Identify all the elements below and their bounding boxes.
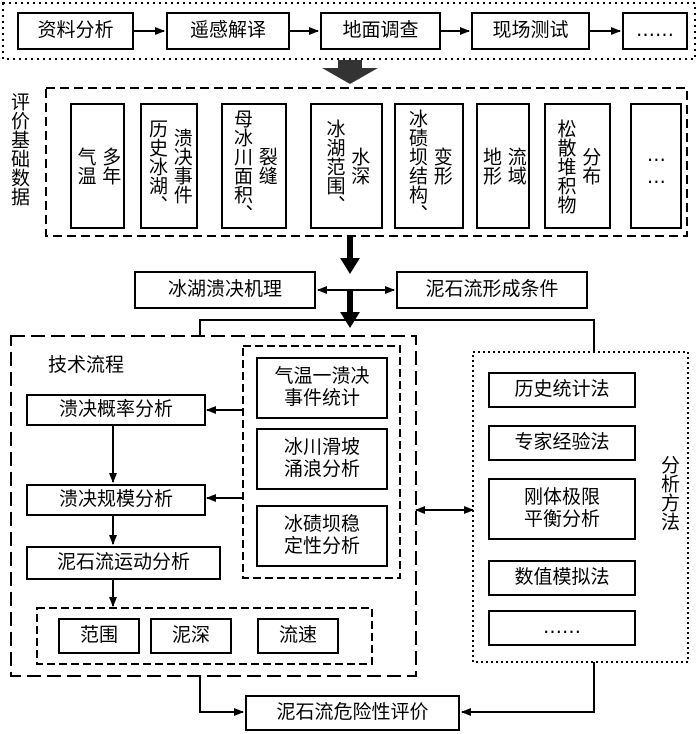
final-debris-hazard-evaluation: 泥石流危险性评价 (245, 695, 460, 731)
tech-flow-frame (10, 335, 417, 677)
step-remote-sensing: 遥感解译 (166, 12, 290, 50)
method-rigid-limit-equilibrium: 刚体极限 平衡分析 (488, 478, 636, 540)
sub-temperature-statistics: 气温一溃决 事件统计 (256, 357, 388, 419)
output-mud-depth: 泥深 (150, 618, 232, 654)
base-item-outburst-history: 溃决事件 历史冰湖、 (140, 103, 198, 229)
base-item-loose-deposits: 分布 松散堆积物 (544, 103, 611, 229)
flow-debris-motion: 泥石流运动分析 (26, 546, 221, 580)
flow-outburst-scale: 溃决规模分析 (26, 484, 206, 516)
base-item-moraine-dam: 变形 冰碛坝结构、 (394, 103, 464, 229)
base-item-lake-range: 水深 冰湖范围、 (310, 103, 383, 229)
step-ground-survey: 地面调查 (320, 12, 441, 50)
base-data-frame (45, 87, 688, 237)
sub-moraine-dam-stability: 冰碛坝稳 定性分析 (256, 505, 388, 567)
base-item-temperature: 多年 气温 (70, 103, 125, 229)
base-item-glacier-area: 裂缝 母冰川面积、 (221, 103, 287, 229)
tech-flow-title: 技术流程 (48, 354, 125, 376)
conditions-box: 泥石流形成条件 (396, 271, 588, 309)
sub-analyses-frame (242, 345, 401, 579)
step-field-test: 现场测试 (471, 12, 590, 50)
step-data-analysis: 资料分析 (17, 12, 134, 50)
base-item-more: …… (630, 103, 682, 229)
step-more: …… (622, 12, 688, 50)
top-steps-frame (2, 2, 696, 60)
output-flow-velocity: 流速 (257, 618, 339, 654)
flow-outburst-probability: 溃决概率分析 (26, 394, 206, 426)
method-historical-statistics: 历史统计法 (488, 372, 636, 408)
output-range: 范围 (58, 618, 140, 654)
method-numerical-simulation: 数值模拟法 (488, 560, 636, 596)
block-arrow-down (322, 60, 378, 84)
base-item-terrain: 流域 地形 (476, 103, 530, 229)
method-expert-experience: 专家经验法 (488, 425, 636, 461)
mechanism-box: 冰湖溃决机理 (134, 271, 316, 309)
method-more: …… (488, 610, 636, 646)
base-data-label: 评价基础数据 (8, 92, 30, 206)
sub-glacier-landslide-surge: 冰川滑坡 涌浪分析 (256, 428, 388, 490)
methods-label: 分析方法 (658, 455, 680, 531)
outputs-frame (36, 607, 373, 665)
